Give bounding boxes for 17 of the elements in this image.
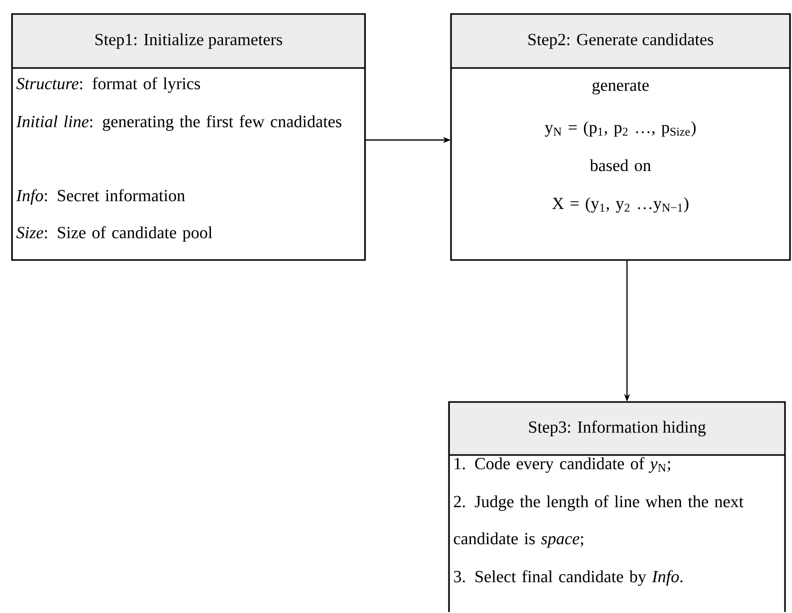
- body-text: Initial line: generating the first few cnadidates: [16, 115, 342, 131]
- body-text: generate: [592, 81, 649, 94]
- body-text: y$_{N}$ = (p$_{1}$, p$_{2}$ …, p$_{Size}$): [544, 121, 696, 137]
- step-box: [11, 13, 366, 261]
- step-box: [450, 13, 791, 261]
- header-text: Step3: Information hiding: [529, 420, 706, 436]
- body-text: X = (y$_{1}$, y$_{2}$ …y$_{N−1}$): [552, 197, 688, 213]
- body-text: 2. Judge the length of line when the next candidate is space;: [454, 495, 744, 548]
- body-text: based on: [590, 159, 651, 172]
- body-text: Info: Secret information: [16, 189, 185, 205]
- step-box: [448, 401, 786, 612]
- header-text: Step1: Initialize parameters: [95, 33, 282, 49]
- body-text: Structure: format of lyrics: [16, 77, 200, 93]
- body-text: 1. Code every candidate of y$_{N}$;: [454, 457, 670, 473]
- body-text: Size: Size of candidate pool: [16, 226, 212, 242]
- header-text: Step2: Generate candidates: [528, 33, 714, 49]
- body-text: 3. Select final candidate by Info.: [454, 570, 682, 586]
